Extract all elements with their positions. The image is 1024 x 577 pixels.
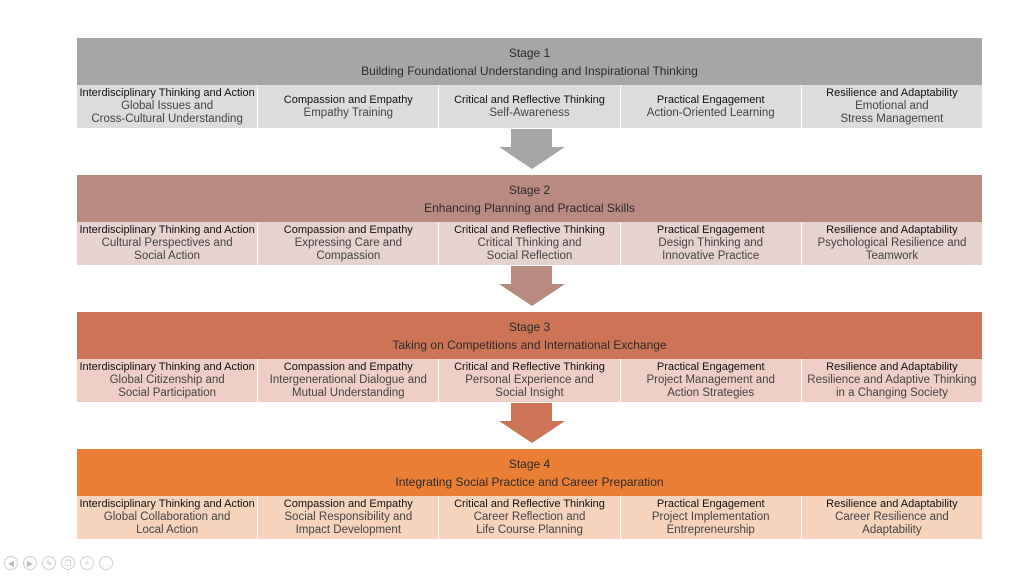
competency-focus: Empathy Training — [303, 106, 394, 119]
competency-focus: Global Collaboration and Local Action — [103, 511, 231, 536]
competency-name: Resilience and Adaptability — [826, 224, 958, 236]
competency-focus: Career Resilience and Adaptability — [835, 511, 949, 536]
competency-name: Interdisciplinary Thinking and Action — [79, 224, 255, 236]
competency-focus: Emotional and Stress Management — [840, 100, 944, 125]
competency-name: Practical Engagement — [656, 361, 765, 373]
competency-focus: Cultural Perspectives and Social Action — [101, 237, 233, 262]
competency-name: Compassion and Empathy — [283, 498, 413, 510]
stage-4: Stage 4 Integrating Social Practice and … — [77, 449, 982, 539]
competency-name: Critical and Reflective Thinking — [454, 93, 605, 106]
stage-title: Building Foundational Understanding and … — [361, 63, 698, 78]
stage-header: Stage 3 Taking on Competitions and Inter… — [77, 312, 982, 359]
stage-1: Stage 1 Building Foundational Understand… — [77, 38, 982, 128]
competency-focus: Resilience and Adaptive Thinking in a Ch… — [807, 374, 977, 399]
slides-icon[interactable]: ❐ — [61, 556, 75, 570]
competency-focus: Design Thinking and Innovative Practice — [658, 237, 764, 262]
competency-focus: Social Responsibility and Impact Develop… — [284, 511, 413, 536]
competency-focus: Psychological Resilience and Teamwork — [817, 237, 967, 262]
competency-focus: Critical Thinking and Social Reflection — [477, 237, 582, 262]
competency-name: Interdisciplinary Thinking and Action — [79, 498, 255, 510]
competency-focus: Intergenerational Dialogue and Mutual Un… — [269, 374, 427, 399]
competency-name: Interdisciplinary Thinking and Action — [79, 361, 255, 373]
presentation-controls: ◀ ▶ ✎ ❐ ⌕ … — [4, 556, 113, 570]
competency-name: Compassion and Empathy — [283, 361, 413, 373]
competency-name: Resilience and Adaptability — [826, 361, 958, 373]
next-slide-icon[interactable]: ▶ — [23, 556, 37, 570]
more-options-icon[interactable]: … — [99, 556, 113, 570]
stage-label: Stage 3 — [508, 319, 551, 334]
competency-name: Compassion and Empathy — [283, 224, 413, 236]
stage-title: Integrating Social Practice and Career P… — [395, 474, 664, 489]
competency-focus: Project Management and Action Strategies — [646, 374, 775, 399]
pen-icon[interactable]: ✎ — [42, 556, 56, 570]
competency-focus: Personal Experience and Social Insight — [465, 374, 594, 399]
competency-focus: Global Citizenship and Social Participat… — [109, 374, 225, 399]
competency-name: Compassion and Empathy — [283, 93, 413, 106]
zoom-icon[interactable]: ⌕ — [80, 556, 94, 570]
stage-title: Enhancing Planning and Practical Skills — [424, 200, 635, 215]
stage-header: Stage 4 Integrating Social Practice and … — [77, 449, 982, 496]
competency-focus: Career Reflection and Life Course Planni… — [473, 511, 586, 536]
competency-name: Practical Engagement — [656, 224, 765, 236]
stage-3: Stage 3 Taking on Competitions and Inter… — [77, 312, 982, 402]
stage-label: Stage 1 — [508, 45, 551, 60]
competency-name: Critical and Reflective Thinking — [454, 224, 605, 236]
competency-focus: Action-Oriented Learning — [646, 106, 775, 119]
competency-name: Critical and Reflective Thinking — [454, 498, 605, 510]
stage-header: Stage 2 Enhancing Planning and Practical… — [77, 175, 982, 222]
competency-focus: Self-Awareness — [489, 106, 570, 119]
stage-label: Stage 2 — [508, 182, 551, 197]
competency-name: Critical and Reflective Thinking — [454, 361, 605, 373]
stage-label: Stage 4 — [508, 456, 551, 471]
competency-name: Interdisciplinary Thinking and Action — [79, 87, 255, 99]
competency-focus: Project Implementation Entrepreneurship — [651, 511, 770, 536]
previous-slide-icon[interactable]: ◀ — [4, 556, 18, 570]
stage-header: Stage 1 Building Foundational Understand… — [77, 38, 982, 85]
competency-name: Resilience and Adaptability — [826, 498, 958, 510]
competency-name: Resilience and Adaptability — [826, 87, 958, 99]
competency-name: Practical Engagement — [656, 93, 765, 106]
competency-focus: Expressing Care and Compassion — [294, 237, 402, 262]
stage-2: Stage 2 Enhancing Planning and Practical… — [77, 175, 982, 265]
competency-focus: Global Issues and Cross-Cultural Underst… — [91, 100, 243, 125]
stage-title: Taking on Competitions and International… — [392, 337, 667, 352]
competency-name: Practical Engagement — [656, 498, 765, 510]
